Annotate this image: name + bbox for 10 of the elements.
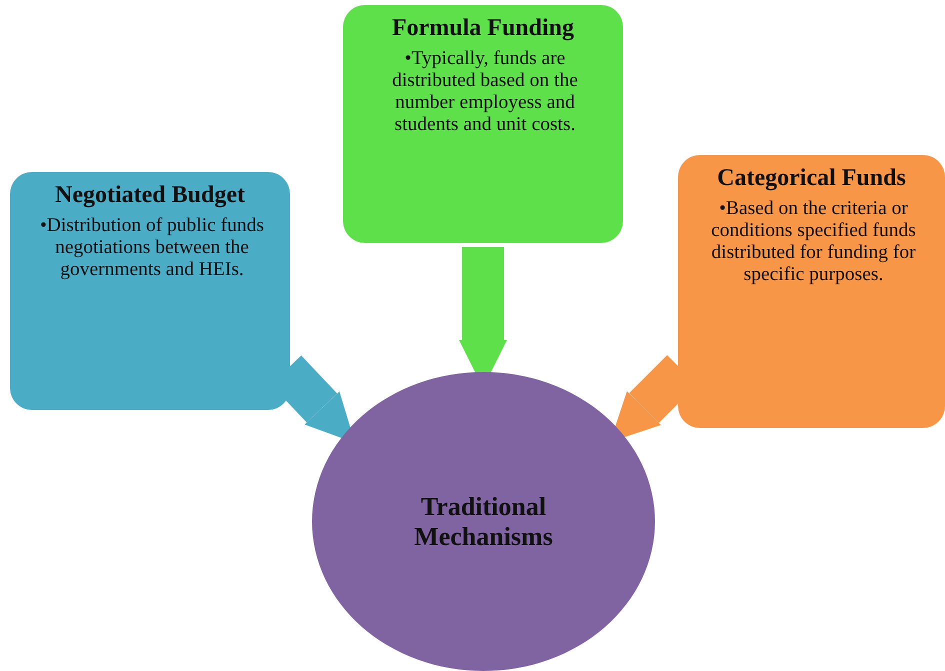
heading: Negotiated Budget: [54, 182, 246, 209]
description: •Typically, funds are distributed based on the number employess and students and unit costs.: [391, 48, 579, 136]
description: •Distribution of public funds negotiations between the governments and HEIs.: [38, 215, 266, 281]
rounded-box: [343, 5, 623, 243]
heading: Categorical Funds: [716, 165, 907, 192]
heading: Traditional Mechanisms: [413, 492, 554, 552]
rounded-box: [678, 155, 945, 428]
rounded-box: [10, 172, 290, 410]
heading: Formula Funding: [390, 15, 576, 42]
description: •Based on the criteria or conditions specified funds distributed for funding for specific purposes.: [710, 198, 917, 286]
